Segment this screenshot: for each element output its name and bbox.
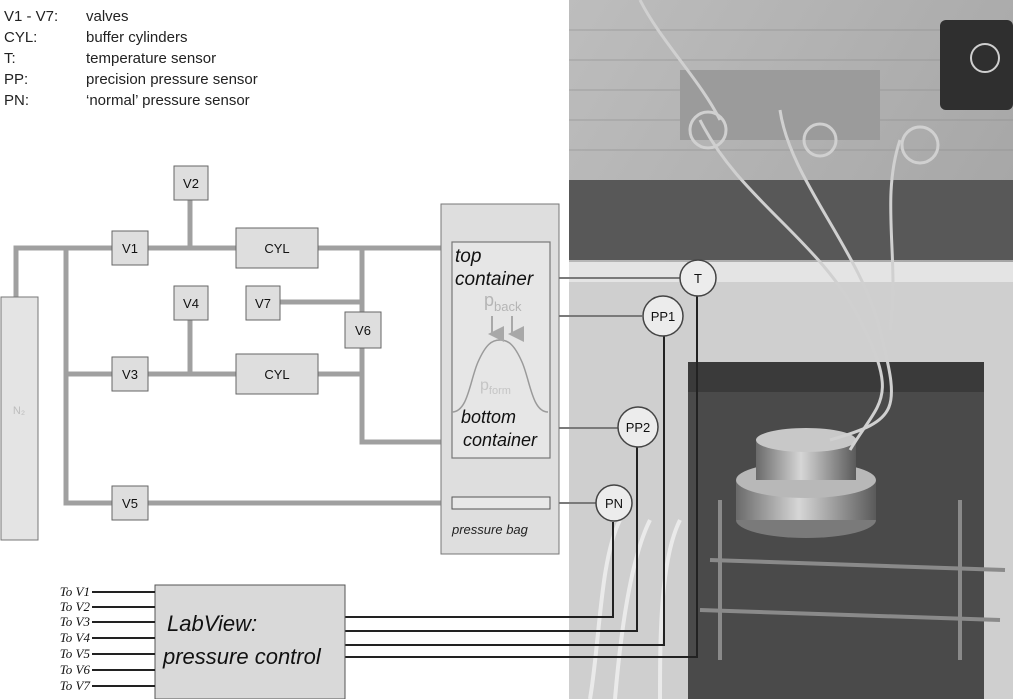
furnace-photo [569,0,1013,699]
legend-desc: valves [86,8,129,25]
valves: V2 V1 V4 V7 V6 V3 V5 CYL [112,166,381,520]
legend: V1 - V7: valves CYL: buffer cylinders T:… [4,8,258,109]
precision-sensor-pp2: PP2 [618,407,658,447]
normal-sensor-pn: PN [596,485,632,521]
valve-label: V2 [183,176,199,191]
valve-v2: V2 [174,166,208,200]
labview-input-lines [92,592,155,686]
legend-desc: ‘normal’ pressure sensor [86,92,250,109]
legend-desc: buffer cylinders [86,29,187,46]
sensor-label: T [694,271,702,286]
pressure-bag [452,497,550,509]
labview-title: LabView: [167,611,257,636]
valve-label: V5 [122,496,138,511]
labview-input-label: To V3 [60,614,91,629]
labview-inputs: To V1 To V2 To V3 To V4 To V5 To V6 To V… [60,584,91,693]
valve-label: V1 [122,241,138,256]
valve-v3: V3 [112,357,148,391]
bottom-container-label: container [463,430,538,450]
labview-subtitle: pressure control [162,644,322,669]
valve-label: V7 [255,296,271,311]
valve-label: V4 [183,296,199,311]
sensor-label: PP1 [651,309,676,324]
valve-v6: V6 [345,312,381,348]
pressure-bag-label: pressure bag [451,522,529,537]
n2-label: N₂ [13,405,25,417]
legend-desc: temperature sensor [86,50,216,67]
n2-cylinder: N₂ [1,297,38,540]
container-assembly: top container pback pform bottom contain… [441,204,559,554]
precision-sensor-pp1: PP1 [643,296,683,336]
bottom-container-label: bottom [461,407,516,427]
legend-key: CYL: [4,29,37,46]
legend-key: V1 - V7: [4,8,58,25]
valve-v1: V1 [112,231,148,265]
buffer-cylinder-top: CYL [236,228,318,268]
labview-input-label: To V6 [60,662,91,677]
labview-input-label: To V4 [60,630,91,645]
cylinder-label: CYL [264,367,289,382]
legend-key: T: [4,50,16,67]
legend-key: PN: [4,92,29,109]
valve-label: V3 [122,367,138,382]
sensor-label: PN [605,496,623,511]
sensor-label: PP2 [626,420,651,435]
valve-v7: V7 [246,286,280,320]
buffer-cylinder-bottom: CYL [236,354,318,394]
top-container-label: top [455,246,481,267]
labview-input-label: To V1 [60,584,90,599]
valve-label: V6 [355,323,371,338]
labview-input-label: To V2 [60,599,91,614]
legend-key: PP: [4,71,28,88]
cylinder-label: CYL [264,241,289,256]
labview-controller: LabView: pressure control [155,585,345,699]
temperature-sensor: T [680,260,716,296]
top-container-label: container [455,269,534,290]
valve-v5: V5 [112,486,148,520]
labview-input-label: To V5 [60,646,91,661]
legend-desc: precision pressure sensor [86,71,258,88]
labview-input-label: To V7 [60,678,91,693]
gas-pipes [16,200,452,503]
valve-v4: V4 [174,286,208,320]
